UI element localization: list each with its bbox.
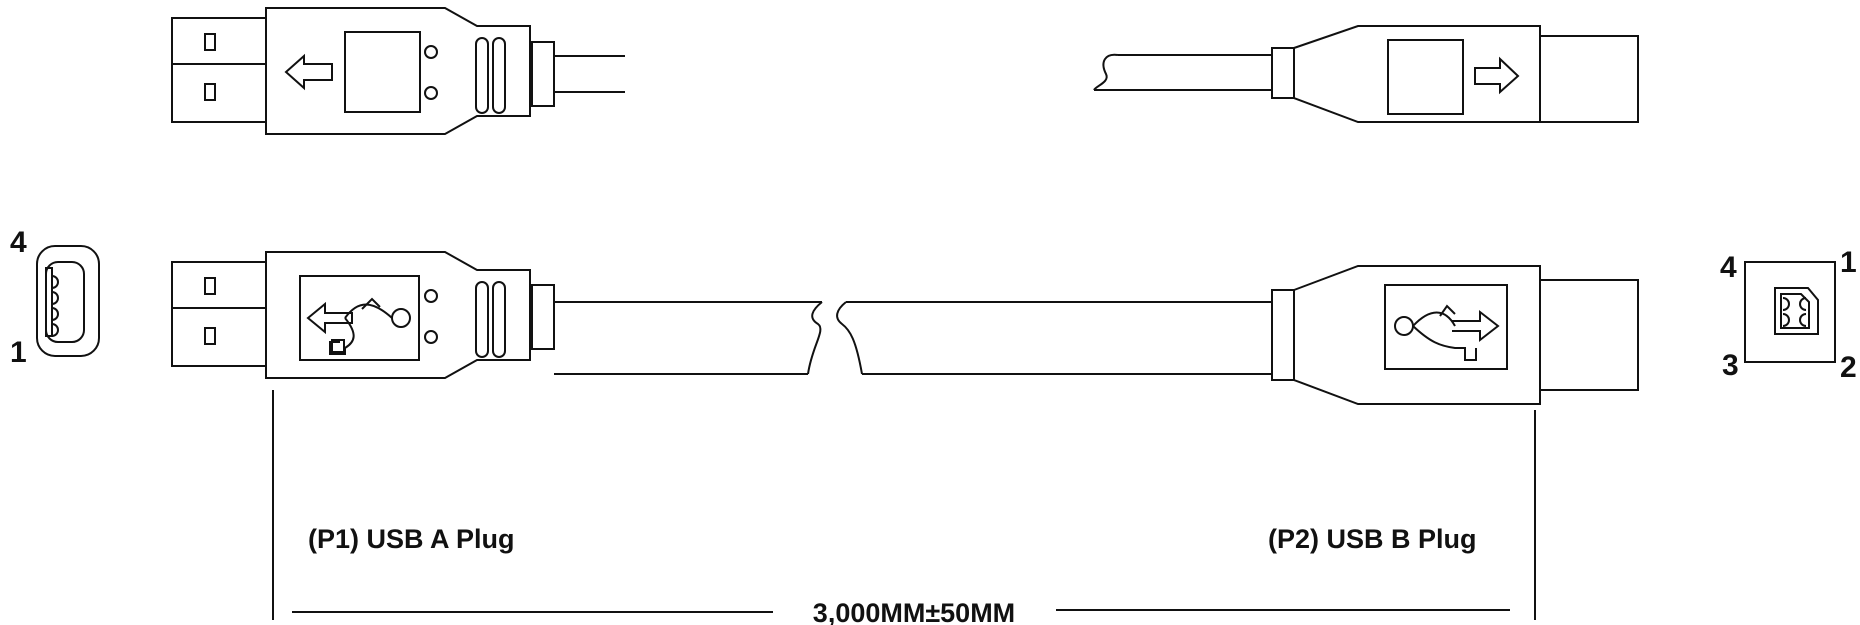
a-side-logo-panel [299,275,420,361]
a-plug-grip [492,37,506,114]
a-side-tongue-upper [171,261,267,309]
b-side-tip [1539,279,1639,391]
a-plug-slot [204,33,216,51]
a-side-collar [531,284,555,350]
b-receptacle-key [1780,293,1810,329]
dimension-label: 3,000MM±50MM [813,598,1015,625]
pin-label-a-top: 4 [10,226,27,259]
a-pin-contact [51,291,59,305]
a-pin-contact [51,323,59,337]
a-side-slot [204,327,216,345]
b-side-collar [1271,289,1295,381]
a-plug-dot [424,45,438,59]
pin-label-b-top-left: 4 [1720,251,1737,284]
pin-label-b-bottom-right: 2 [1840,351,1857,384]
arrow-right-icon [1474,56,1520,95]
top-usb-a-plug [171,7,625,135]
cable-side [554,301,1272,375]
b-plug-window [1387,39,1464,115]
arrow-left-icon [284,53,333,91]
a-side-tongue-lower [171,307,267,367]
p1-label: (P1) USB A Plug [308,524,515,554]
a-side-dot [424,289,438,303]
a-plug-tongue-upper [171,17,267,65]
cable-break-right [836,301,863,375]
a-pin-contact [51,275,59,289]
a-receptacle-tongue [45,267,53,337]
b-plug-collar [1271,47,1295,99]
a-side-grip [475,281,489,358]
a-plug-slot [204,83,216,101]
a-plug-tongue-lower [171,63,267,123]
a-pin-contact [51,307,59,321]
pin-label-a-bottom: 1 [10,336,27,369]
a-side-grip [492,281,506,358]
top-usb-b-plug [1093,25,1639,123]
cable-break-left [807,301,823,375]
b-pin-contact [1799,313,1807,327]
p2-label: (P2) USB B Plug [1268,524,1477,554]
a-plug-grip [475,37,489,114]
a-plug-dot [424,86,438,100]
b-side-housing [1293,265,1541,405]
side-usb-a-plug [171,251,555,379]
b-receptacle-outer [1744,261,1836,363]
pin-label-b-top-right: 1 [1840,246,1857,279]
b-pin-contact [1799,297,1807,311]
a-plug-housing [265,7,531,135]
a-side-housing [265,251,531,379]
b-pin-contact [1782,297,1790,311]
b-side-logo-panel [1384,284,1508,370]
b-pin-contact [1782,313,1790,327]
usb-a-pin-diagram: 4 1 [10,226,100,369]
a-side-dot [424,330,438,344]
a-receptacle-outer [36,245,100,357]
b-receptacle-inner [1774,287,1819,335]
side-usb-b-plug [1271,265,1639,405]
usb-b-pin-diagram: 4 1 3 2 [1720,246,1857,384]
cable-break [1093,53,1119,91]
dimension-group: 3,000MM±50MM [272,390,1536,625]
a-side-slot [204,277,216,295]
usb-icon [1394,304,1500,361]
b-plug-tip [1539,35,1639,123]
a-plug-collar [531,41,555,107]
usb-icon [306,297,411,355]
pin-label-b-bottom-left: 3 [1722,349,1739,382]
a-plug-window [344,31,421,113]
